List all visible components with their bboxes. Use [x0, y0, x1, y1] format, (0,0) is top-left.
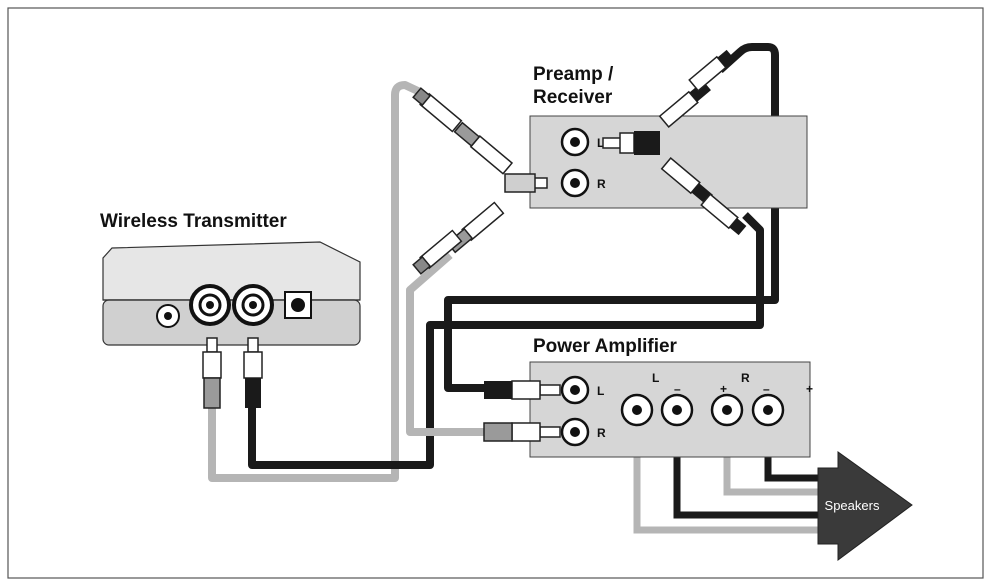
speaker-terminal-R-plus: [710, 393, 744, 427]
rca-plug-transmitter-L: [202, 337, 222, 409]
preamp-label-R: R: [597, 177, 606, 191]
amp-input-label-L: L: [597, 384, 604, 398]
preamp-jack-L: [560, 127, 590, 157]
preamp-jack-R: [560, 168, 590, 198]
y-splitter-preamp-R: [446, 121, 548, 254]
amp-input-jack-L: [560, 375, 590, 405]
speakers-arrow: [817, 451, 913, 561]
rca-plug-black-top: [688, 49, 735, 92]
speakers-label: Speakers: [825, 498, 880, 513]
diagram-frame: [7, 7, 984, 579]
preamp-title-line2: Receiver: [533, 87, 613, 108]
speaker-terminal-L-plus: [620, 393, 654, 427]
amp-input-label-R: R: [597, 426, 606, 440]
black-cable-preamp-to-amp: [444, 43, 779, 392]
transmitter-power-jack: [284, 291, 312, 319]
rca-plug-grey-top: [412, 87, 463, 133]
speaker-terminal-L-minus-label: –: [674, 382, 681, 396]
amp-input-jack-R: [560, 417, 590, 447]
speaker-terminal-R-minus-label: –: [763, 382, 770, 396]
rca-plug-amp-L: [484, 380, 561, 400]
amplifier-title: Power Amplifier: [533, 336, 678, 357]
speaker-terminal-R-plus-label: +: [720, 382, 727, 396]
rca-plug-grey-bottom: [412, 229, 463, 275]
preamp-label-L: L: [597, 136, 604, 150]
transmitter-jack-R: [232, 284, 274, 326]
speaker-terminal-plus-label-far: +: [806, 382, 813, 396]
speaker-group-label-L: L: [652, 371, 659, 385]
black-cable-transmitter-to-preamp: [248, 212, 764, 469]
rca-plug-amp-R: [483, 422, 561, 442]
transmitter-jack-L: [189, 284, 231, 326]
speaker-terminal-R-minus: [751, 393, 785, 427]
speaker-group-label-R: R: [741, 371, 750, 385]
grey-cable-preamp-to-amp: [406, 251, 490, 436]
speaker-wire-L-plus: [633, 425, 830, 534]
grey-cable-transmitter-to-preamp: [208, 81, 473, 482]
preamp-title-line1: Preamp /: [533, 64, 614, 85]
transmitter-jack-small: [156, 304, 180, 328]
speaker-terminal-L-minus: [660, 393, 694, 427]
transmitter-title: Wireless Transmitter: [100, 211, 287, 232]
rca-plug-black-bottom: [700, 193, 747, 236]
transmitter-box: [102, 241, 361, 346]
rca-plug-transmitter-R: [243, 337, 263, 408]
y-splitter-preamp-L: [602, 80, 713, 205]
